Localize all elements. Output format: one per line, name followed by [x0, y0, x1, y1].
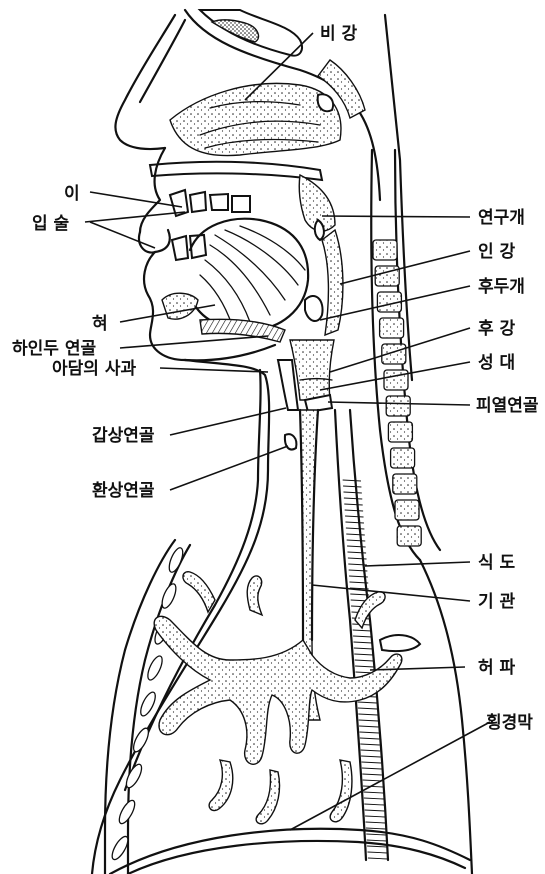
vertebra: [380, 318, 404, 338]
esophagus-texture: [359, 726, 378, 727]
esophagus-texture: [353, 636, 372, 637]
rib-cross-section: [138, 690, 158, 718]
esophagus-texture: [366, 834, 386, 835]
esophagus-texture: [365, 822, 385, 823]
esophagus-texture: [347, 540, 366, 541]
vertebra: [386, 396, 410, 416]
label-soft-palate: 연구개: [478, 208, 525, 228]
label-cricoid-cartilage: 환상연골: [92, 481, 155, 501]
esophagus-texture: [358, 708, 377, 709]
pharynx-larynx: [278, 230, 388, 860]
vertebra: [388, 422, 412, 442]
label-hyoid: 하인두 연골: [12, 339, 96, 359]
esophagus-texture: [366, 828, 386, 829]
vertebra: [384, 370, 408, 390]
esophagus-texture: [361, 750, 381, 751]
esophagus-texture: [346, 534, 365, 535]
label-epiglottis: 후두개: [478, 276, 525, 297]
esophagus-texture: [362, 774, 382, 775]
esophagus-texture: [343, 480, 361, 481]
label-nasal-cavity: 비 강: [320, 24, 358, 44]
label-arytenoid: 피열연골: [476, 396, 539, 416]
esophagus-texture: [359, 720, 378, 721]
esophagus-texture: [361, 762, 381, 763]
esophagus-texture: [346, 528, 365, 529]
vertebra: [397, 526, 421, 546]
label-lips: 입 술: [32, 214, 70, 234]
label-diaphragm: 횡경막: [486, 713, 533, 733]
esophagus-texture: [362, 768, 382, 769]
label-teeth: 이: [64, 184, 80, 204]
label-trachea: 기 관: [478, 592, 516, 612]
esophagus-texture: [354, 648, 373, 649]
esophagus-texture: [353, 642, 372, 643]
esophagus-texture: [354, 654, 373, 655]
label-lung: 허 파: [478, 658, 516, 678]
esophagus-texture: [360, 744, 379, 745]
esophagus-texture: [359, 732, 378, 733]
vertebra: [373, 240, 397, 260]
esophagus-texture: [361, 756, 381, 757]
label-adams-apple: 아담의 사과: [52, 359, 136, 379]
esophagus-texture: [343, 486, 361, 487]
esophagus-texture: [347, 552, 366, 553]
esophagus-texture: [363, 792, 383, 793]
spine: [371, 15, 440, 560]
trachea-bronchi: [154, 410, 420, 824]
label-tongue: 혀: [92, 314, 108, 334]
esophagus-texture: [358, 714, 377, 715]
rib-cross-section: [145, 654, 165, 682]
label-vocal-cords: 성 대: [478, 353, 515, 373]
label-thyroid-cartilage: 갑상연골: [92, 426, 155, 446]
esophagus-texture: [365, 816, 385, 817]
esophagus-texture: [360, 738, 379, 739]
tongue-muscle: [200, 226, 305, 325]
esophagus-texture: [344, 498, 362, 499]
vertebra: [391, 448, 415, 468]
rib-cross-section: [159, 582, 178, 610]
esophagus-texture: [345, 522, 363, 523]
esophagus-texture: [347, 546, 366, 547]
vertebra: [395, 500, 419, 520]
label-pharynx: 인 강: [478, 242, 516, 262]
esophagus-texture: [357, 702, 376, 703]
label-esophagus: 식 도: [478, 553, 516, 573]
oral-region: [139, 148, 335, 360]
esophagus-texture: [367, 852, 387, 853]
esophagus-texture: [355, 660, 374, 661]
esophagus-texture: [363, 786, 383, 787]
esophagus-texture: [343, 492, 361, 493]
label-larynx: 후 강: [478, 318, 516, 339]
esophagus-texture: [364, 798, 384, 799]
esophagus-texture: [367, 846, 387, 847]
esophagus-texture: [368, 858, 388, 859]
esophagus-texture: [365, 810, 385, 811]
vertebra: [375, 266, 399, 286]
esophagus-texture: [364, 804, 384, 805]
esophagus-texture: [344, 504, 362, 505]
esophagus-texture: [355, 666, 374, 667]
esophagus-texture: [367, 840, 387, 841]
esophagus-texture: [353, 630, 372, 631]
esophagus-texture: [345, 510, 363, 511]
diaphragm-curve: [110, 829, 470, 874]
vertebra: [393, 474, 417, 494]
esophagus-texture: [345, 516, 363, 517]
